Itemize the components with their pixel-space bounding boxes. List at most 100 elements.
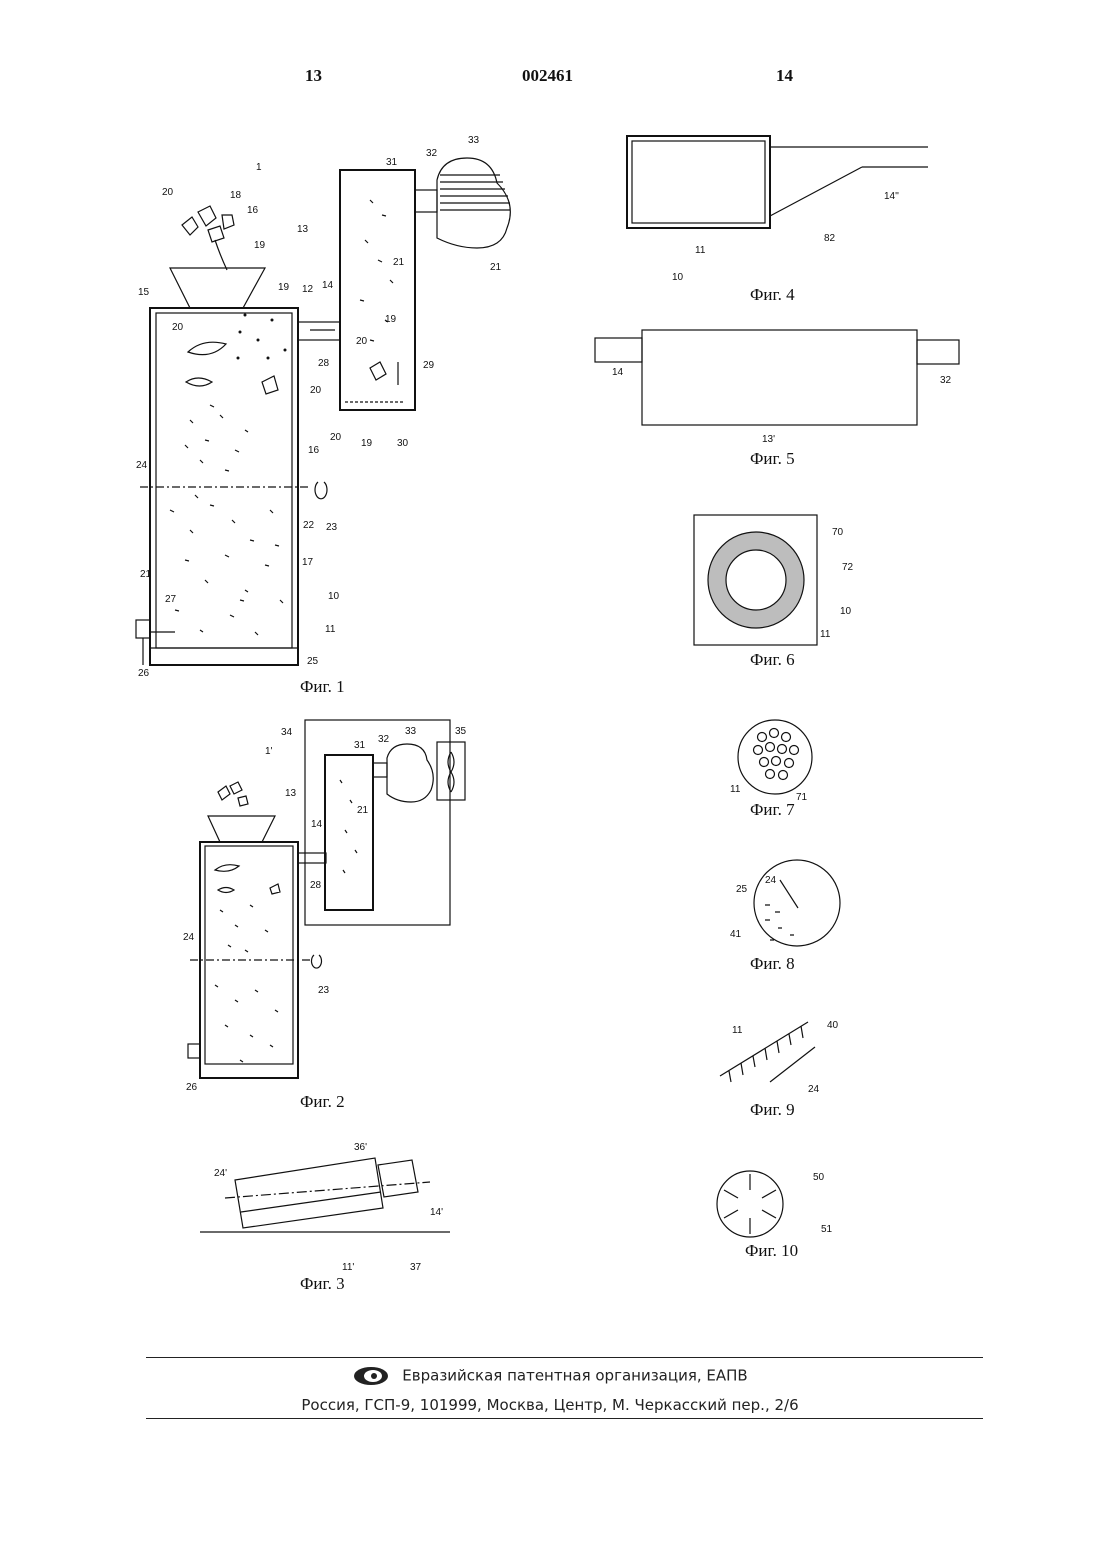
label-11: 11 [732, 1025, 743, 1036]
label-51: 51 [821, 1224, 833, 1235]
label-13-prime: 13' [762, 434, 775, 445]
label-32: 32 [940, 375, 952, 386]
label-32: 32 [378, 734, 390, 745]
drum-11-prime [235, 1158, 383, 1228]
figure-4-caption: Фиг. 4 [750, 285, 795, 304]
label-10: 10 [840, 606, 852, 617]
label-16: 16 [308, 445, 320, 456]
label-13: 13 [285, 788, 297, 799]
hop-plant-icon [182, 206, 234, 270]
label-82: 82 [824, 233, 836, 244]
outlet-32 [373, 763, 387, 777]
fig10-labels: 50 51 [813, 1172, 833, 1235]
label-24: 24 [765, 875, 777, 886]
label-23: 23 [326, 522, 338, 533]
inlet-14 [595, 338, 642, 362]
footer-rule-top [146, 1357, 983, 1358]
label-20: 20 [356, 336, 368, 347]
figure-10-caption: Фиг. 10 [745, 1241, 798, 1260]
inner-wall-11 [156, 313, 292, 648]
rotation-arrow-23 [312, 955, 322, 968]
label-10: 10 [328, 591, 340, 602]
label-31: 31 [386, 157, 398, 168]
leaf-20 [188, 342, 226, 354]
inner-11 [632, 141, 765, 223]
fig4-labels: 14'' 82 11 10 [672, 191, 899, 283]
leaf-20 [370, 362, 386, 380]
label-41: 41 [730, 929, 742, 940]
label-26: 26 [186, 1082, 198, 1093]
footer-rule-bottom [146, 1418, 983, 1419]
outlet-14-prime [378, 1160, 418, 1197]
label-14: 14 [612, 367, 624, 378]
figure-8: 24 25 41 Фиг. 8 [730, 860, 840, 973]
label-71: 71 [796, 792, 808, 803]
label-29: 29 [423, 360, 435, 371]
label-16: 16 [247, 205, 259, 216]
label-33: 33 [468, 135, 480, 146]
label-21: 21 [393, 257, 405, 268]
outlet-26 [136, 620, 150, 638]
label-13: 13 [297, 224, 309, 235]
rotation-arrow-23 [315, 482, 327, 499]
fig6-labels: 70 72 10 11 [820, 527, 854, 640]
separator-13 [325, 755, 373, 910]
outlet-32 [415, 190, 437, 212]
label-33: 33 [405, 726, 417, 737]
label-28: 28 [310, 880, 322, 891]
patent-drawings: 1 20 18 16 19 15 19 12 14 13 31 32 33 21… [0, 0, 1100, 1330]
figure-8-caption: Фиг. 8 [750, 954, 795, 973]
figure-2: 34 1' 31 32 33 35 13 21 14 28 24 23 26 Ф… [183, 720, 467, 1111]
label-20: 20 [330, 432, 342, 443]
filter-bag-33 [387, 744, 433, 802]
particles-lower [170, 405, 283, 635]
label-24: 24 [136, 460, 148, 471]
label-15: 15 [138, 287, 150, 298]
label-35: 35 [455, 726, 467, 737]
label-21: 21 [490, 262, 502, 273]
pipe-14 [298, 853, 326, 863]
label-30: 30 [397, 438, 409, 449]
leaf-20 [186, 378, 212, 386]
baffles-51 [724, 1174, 776, 1234]
label-18: 18 [230, 190, 242, 201]
drum-70 [726, 550, 786, 610]
leaf-20 [262, 376, 278, 394]
label-14: 14 [311, 819, 323, 830]
outlet-26 [188, 1044, 200, 1058]
figure-6: 70 72 10 11 Фиг. 6 [694, 515, 854, 669]
figure-9: 11 40 24 Фиг. 9 [720, 1020, 839, 1119]
footer-address: Россия, ГСП-9, 101999, Москва, Центр, М.… [0, 1396, 1100, 1414]
drum-section [754, 860, 840, 946]
figure-10: 50 51 Фиг. 10 [717, 1171, 833, 1260]
label-20: 20 [310, 385, 322, 396]
drum-13-prime [642, 330, 917, 425]
figure-5: 14 32 13' Фиг. 5 [595, 330, 959, 468]
footer-org: Евразийская патентная организация, ЕАПВ [402, 1367, 747, 1385]
figure-1-caption: Фиг. 1 [300, 677, 345, 696]
label-1-prime: 1' [265, 746, 273, 757]
label-19: 19 [361, 438, 373, 449]
label-24-prime: 24' [214, 1168, 227, 1179]
particles [215, 780, 357, 1062]
label-11: 11 [730, 784, 741, 795]
outlet-32 [917, 340, 959, 364]
label-21: 21 [140, 569, 152, 580]
leaves-20 [215, 865, 280, 894]
figure-6-caption: Фиг. 6 [750, 650, 795, 669]
label-14-double-prime: 14'' [884, 191, 899, 202]
label-27: 27 [165, 594, 177, 605]
label-20: 20 [172, 322, 184, 333]
hopper-15 [170, 268, 265, 308]
figure-1: 1 20 18 16 19 15 19 12 14 13 31 32 33 21… [136, 135, 510, 696]
label-24: 24 [183, 932, 195, 943]
label-32: 32 [426, 148, 438, 159]
eapo-logo-icon [352, 1365, 390, 1387]
label-17: 17 [302, 557, 314, 568]
label-36-prime: 36' [354, 1142, 367, 1153]
label-11: 11 [695, 245, 706, 256]
figure-7: 11 71 Фиг. 7 [730, 720, 812, 819]
figure-4: 14'' 82 11 10 Фиг. 4 [627, 136, 928, 304]
fig9-labels: 11 40 24 [732, 1020, 839, 1095]
hopper-15 [208, 816, 275, 842]
